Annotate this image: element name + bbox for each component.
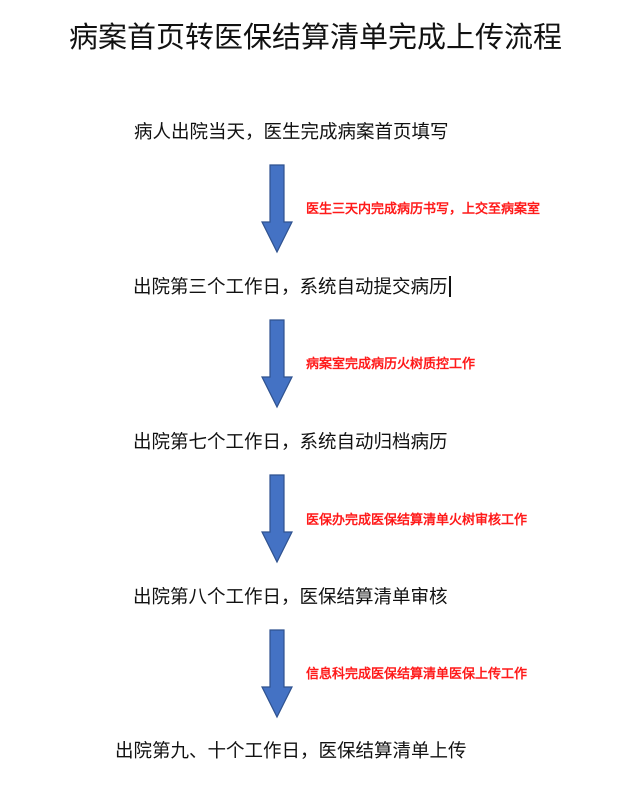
down-arrow-icon — [261, 164, 293, 254]
step-discharge-day: 病人出院当天，医生完成病案首页填写 — [134, 122, 449, 143]
step-day-3: 出院第三个工作日，系统自动提交病历 — [133, 276, 451, 300]
transition-label: 信息科完成医保结算清单医保上传工作 — [306, 667, 528, 682]
transition-label: 病案室完成病历火树质控工作 — [306, 357, 476, 372]
step-text: 出院第三个工作日，系统自动提交病历 — [133, 277, 448, 298]
transition-label: 医保办完成医保结算清单火树审核工作 — [306, 513, 528, 528]
down-arrow-icon — [261, 319, 293, 409]
step-day-7: 出院第七个工作日，系统自动归档病历 — [133, 432, 448, 453]
page-title: 病案首页转医保结算清单完成上传流程 — [68, 20, 562, 54]
down-arrow-icon — [261, 474, 293, 564]
transition-label: 医生三天内完成病历书写，上交至病案室 — [306, 202, 541, 217]
text-cursor — [448, 276, 451, 297]
down-arrow-icon — [261, 629, 293, 719]
step-day-9-10: 出院第九、十个工作日，医保结算清单上传 — [115, 741, 467, 762]
step-day-8: 出院第八个工作日，医保结算清单审核 — [133, 587, 448, 608]
